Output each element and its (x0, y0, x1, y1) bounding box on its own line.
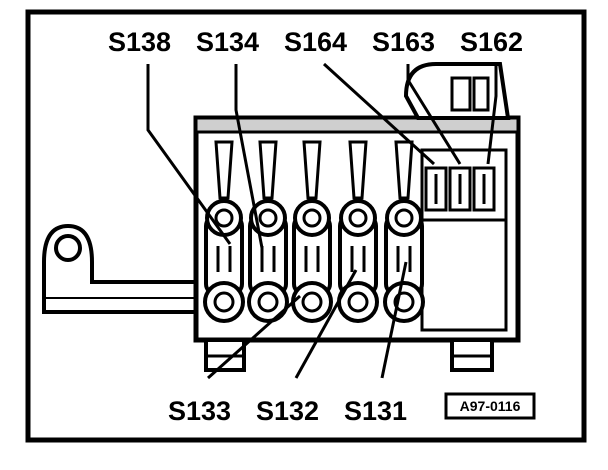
strip-fuse (337, 140, 379, 323)
bottom-labels: S133 S132 S131 (168, 396, 407, 426)
strip-fuse (291, 140, 333, 323)
label-s162: S162 (460, 27, 523, 57)
label-s163: S163 (372, 27, 435, 57)
label-s131: S131 (344, 396, 407, 426)
reference-code: A97-0116 (460, 398, 521, 414)
label-s132: S132 (256, 396, 319, 426)
leader-lines (146, 62, 498, 380)
reference-tag: A97-0116 (444, 392, 536, 420)
label-s138: S138 (108, 27, 171, 57)
label-s133: S133 (168, 396, 231, 426)
mini-fuses (424, 166, 496, 212)
top-labels: S138 S134 S164 S163 S162 (108, 27, 523, 57)
label-s134: S134 (196, 27, 259, 57)
strip-fuse (203, 140, 245, 323)
ground-strap (42, 223, 202, 314)
label-s164: S164 (284, 27, 347, 57)
